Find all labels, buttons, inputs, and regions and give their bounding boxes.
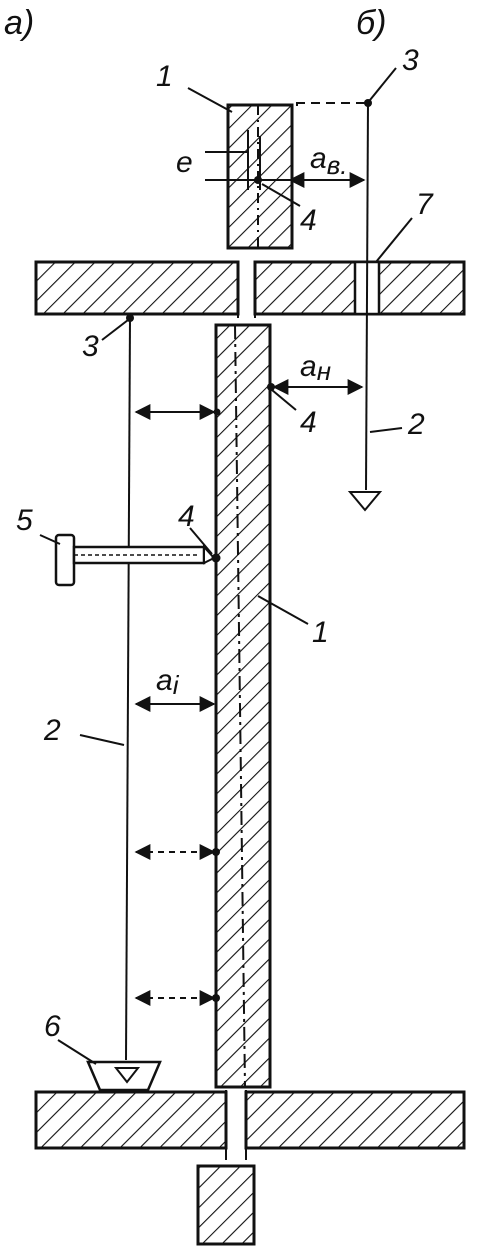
label-damper: 6 [44,1010,61,1043]
label-plumb-left: 2 [43,714,61,747]
lower-floor-slab [34,1090,466,1160]
left-plumb-line [113,314,141,1084]
upper-floor-slab [34,260,466,318]
label-mark-right: 4 [300,406,317,439]
label-ai: ai [156,664,180,700]
measuring-ruler [54,533,221,587]
plumb-bob-in-damper [113,1067,141,1084]
leader-lines [39,67,413,1065]
label-column-top: 1 [156,60,173,93]
label-anchor-left: 3 [82,330,99,363]
lower-column-section [196,1164,256,1246]
right-plumb-line [296,99,383,512]
panel-label-a: а) [4,4,34,42]
label-anchor-right: 3 [402,44,419,77]
panel-label-b: б) [356,4,386,42]
label-av: aв. [310,142,347,180]
upper-column-section [226,103,298,250]
label-eccentricity-e: e [176,146,193,179]
label-an: aн [300,350,331,386]
main-column [214,323,272,1089]
plumb-bob-right [347,491,383,512]
label-floor-hole: 7 [416,188,434,221]
label-mark-top: 4 [300,204,317,237]
label-plumb-right: 2 [407,408,425,441]
label-column-mid: 1 [312,616,329,649]
label-ruler: 5 [16,504,33,537]
label-mark-left: 4 [178,500,195,533]
